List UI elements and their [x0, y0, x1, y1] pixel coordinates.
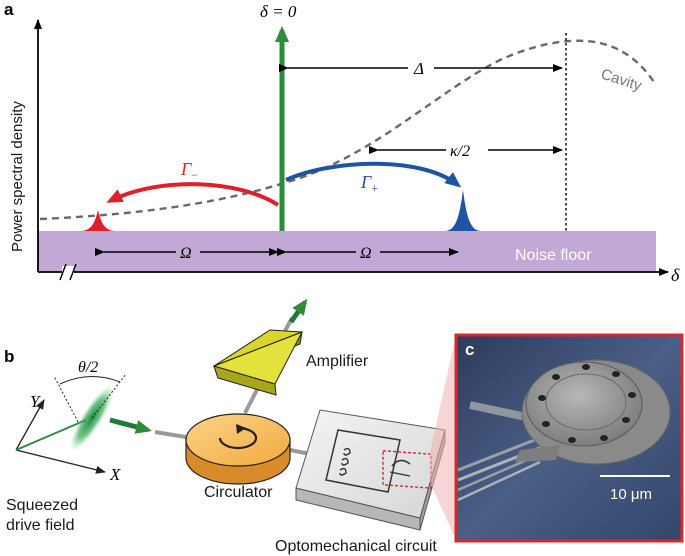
- circulator-label: Circulator: [204, 484, 273, 501]
- phase-y-label: Y: [30, 392, 41, 411]
- angle-label: θ/2: [78, 359, 98, 376]
- amplifier: [212, 329, 304, 396]
- phase-y-axis: [15, 399, 45, 451]
- red-sideband-peak: [80, 210, 116, 231]
- gamma-plus-arrow: [285, 161, 462, 188]
- panel-a: a Noise floor Power spectral density δ C…: [4, 0, 680, 285]
- panel-c-label: c: [465, 340, 474, 359]
- amplifier-label: Amplifier: [306, 353, 369, 370]
- phase-x-axis: [15, 449, 106, 474]
- output-arrow: [288, 298, 308, 324]
- gamma-plus-label: Γ+: [360, 172, 378, 195]
- kappa-label: κ/2: [450, 143, 470, 160]
- squeezed-label-line1: Squeezed: [6, 497, 78, 514]
- angle-ellipse-line: [91, 373, 127, 419]
- angle-reference-line: [53, 375, 79, 423]
- panel-c: c 10 μm: [454, 333, 684, 543]
- delta-zero-label: δ = 0: [260, 2, 297, 21]
- drum-capacitor-icon: [391, 459, 411, 467]
- drive-phasor: [15, 419, 87, 451]
- noise-floor-label: Noise floor: [515, 247, 592, 264]
- panel-a-label: a: [4, 0, 14, 19]
- axis-break-icon: [59, 263, 77, 281]
- zoom-connector: [430, 335, 456, 540]
- panel-b-label: b: [4, 347, 14, 366]
- blue-sideband-peak: [445, 190, 481, 231]
- scale-bar-label: 10 μm: [610, 486, 652, 503]
- circulator: [185, 413, 291, 485]
- panel-b: b Y X θ/2 Squeezed drive field: [4, 298, 456, 555]
- input-arrow: [109, 417, 152, 434]
- sem-holes: [538, 364, 636, 443]
- x-axis-label: δ: [671, 265, 680, 285]
- detuning-label: Δ: [413, 59, 424, 78]
- omega-right-label: Ω: [360, 245, 372, 262]
- y-axis-label: Power spectral density: [9, 101, 26, 252]
- phase-x-label: X: [109, 465, 121, 484]
- inductor-icon: [339, 447, 351, 476]
- angle-arc: [59, 376, 121, 385]
- optomechanical-chip: [295, 409, 446, 531]
- sem-arm: [515, 445, 560, 462]
- omega-left-label: Ω: [180, 245, 192, 262]
- gamma-minus-label: Γ−: [180, 159, 198, 182]
- squeezed-label-line2: drive field: [6, 517, 74, 534]
- sem-drum: [525, 361, 643, 447]
- circuit-label: Optomechanical circuit: [275, 538, 437, 555]
- cavity-label: Cavity: [599, 66, 644, 95]
- circulation-arrow-icon: [218, 426, 258, 450]
- gamma-minus-arrow: [106, 182, 280, 207]
